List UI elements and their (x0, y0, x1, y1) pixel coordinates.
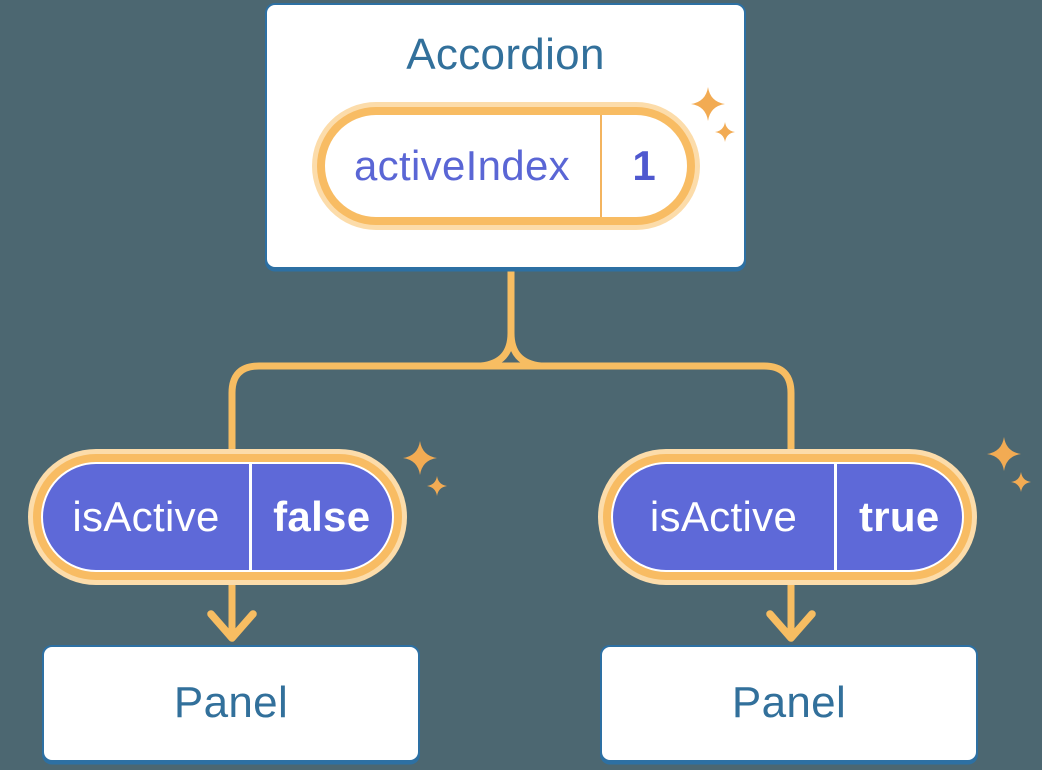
prop-pill-isactive-false: isActive false (41, 462, 394, 572)
state-value: 1 (632, 142, 657, 189)
prop-value: false (273, 493, 371, 540)
panel-title: Panel (731, 678, 847, 728)
sparkle-star-large (403, 441, 437, 475)
connector-right-branch (507, 329, 795, 636)
arrow-down-icon (766, 610, 816, 642)
sparkle-star-large (691, 87, 725, 121)
pill-divider (834, 464, 837, 570)
panel-card-left: Panel (42, 645, 420, 762)
prop-name: isActive (72, 493, 220, 540)
arrow-down-icon (207, 610, 257, 642)
sparkles-icon (691, 87, 735, 142)
prop-value: true (858, 493, 940, 540)
sparkles-icon (403, 441, 447, 496)
pill-divider (249, 464, 252, 570)
sparkle-star-small (1011, 472, 1031, 492)
prop-name: isActive (649, 493, 798, 540)
sparkle-star-small (427, 476, 447, 496)
state-pill: activeIndex 1 (324, 115, 687, 217)
state-name: activeIndex (354, 142, 570, 189)
panel-card-right: Panel (600, 645, 978, 762)
sparkle-star-small (715, 122, 735, 142)
sparkle-star-large (987, 437, 1021, 471)
pill-divider (599, 115, 602, 217)
sparkles-icon (987, 437, 1031, 492)
panel-title: Panel (173, 678, 289, 728)
accordion-title: Accordion (406, 30, 605, 79)
accordion-card: Accordion activeIndex 1 (265, 3, 746, 269)
connector-left-branch (228, 260, 515, 636)
prop-pill-isactive-true: isActive true (611, 462, 964, 572)
